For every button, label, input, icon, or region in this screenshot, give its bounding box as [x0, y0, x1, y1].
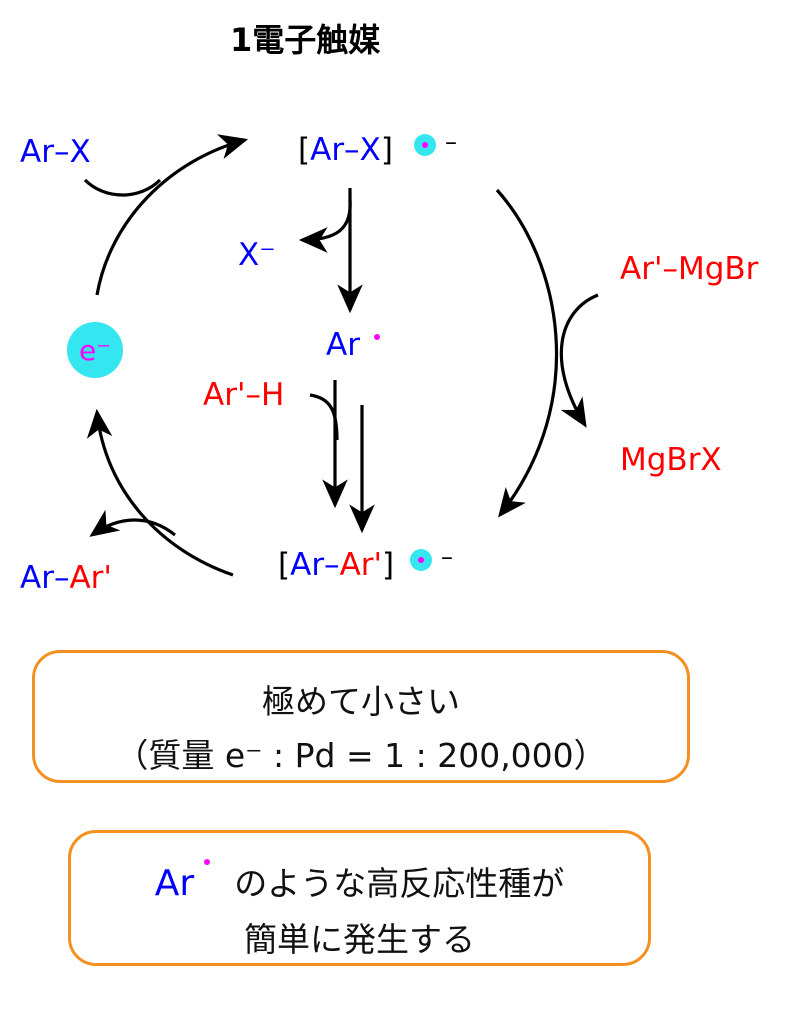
grignard-reagent: Ar'–MgBr	[620, 251, 759, 287]
radical-dot-icon	[374, 334, 380, 340]
cycle-arrow-right	[495, 188, 559, 518]
ar-label: Ar	[154, 863, 195, 904]
diagram-title: 1電子触媒	[230, 21, 381, 59]
ar-label: Ar–	[290, 547, 340, 583]
arx-entry-curve	[83, 178, 162, 197]
note-reactive-line1: Ar のような高反応性種が	[71, 857, 648, 905]
x-minus: X⁻	[238, 237, 276, 273]
ar-label: Ar–	[20, 560, 70, 596]
grignard-curve	[559, 293, 599, 428]
aryl-radical: Ar	[326, 327, 360, 363]
note-mass-line1: 極めて小さい	[262, 682, 460, 721]
arh-entry-curve	[309, 393, 339, 441]
reactive-text: のような高反応性種が	[234, 864, 565, 903]
charge-minus: –	[441, 543, 453, 571]
bracket-close: ]	[382, 547, 395, 583]
product-exit-curve	[89, 509, 176, 537]
cycle-arrow-top-left	[95, 134, 249, 296]
biaryl-product: Ar–Ar'	[20, 563, 112, 594]
radical-icon	[410, 549, 432, 571]
radical-icon	[414, 134, 436, 156]
ar-ar-radical-anion: [Ar–Ar']	[278, 550, 394, 581]
ar-x-label: Ar–X	[310, 132, 381, 168]
note-box-mass: 極めて小さい （質量 e⁻ : Pd = 1 : 200,000）	[32, 650, 690, 783]
note-mass-line2: （質量 e⁻ : Pd = 1 : 200,000）	[115, 736, 607, 775]
note-box-reactive: Ar のような高反応性種が 簡単に発生する	[68, 830, 651, 966]
note-reactive-line2: 簡単に発生する	[244, 920, 475, 959]
ar-x-reactant: Ar–X	[20, 134, 91, 170]
bracket-close: ]	[380, 132, 393, 168]
radical-dot-icon	[204, 859, 211, 865]
bracket-open: [	[278, 547, 291, 583]
x-minus-exit-curve	[298, 199, 352, 253]
charge-minus: –	[445, 128, 457, 156]
cycle-arrow-bottom-left	[86, 408, 234, 577]
mgbrx-byproduct: MgBrX	[620, 442, 722, 478]
electron-catalyst: e⁻	[67, 322, 123, 378]
ar-prime-h: Ar'–H	[203, 377, 285, 413]
ar-x-radical-anion: [Ar–X]	[298, 135, 393, 166]
ar-prime-label: Ar'	[69, 560, 112, 596]
ar-prime-label: Ar'	[339, 547, 383, 583]
bracket-open: [	[298, 132, 311, 168]
